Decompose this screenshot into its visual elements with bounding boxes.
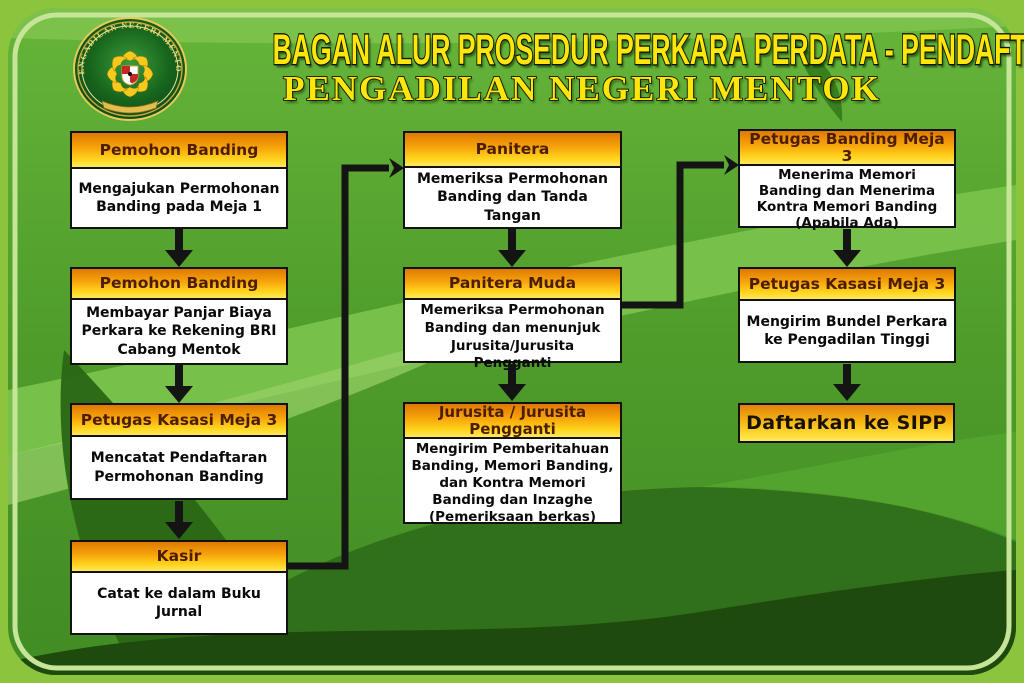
flow-box-panitera: Panitera Memeriksa Permohonan Banding da… — [403, 131, 622, 229]
box-header: Kasir — [72, 542, 286, 573]
seal-shield — [121, 65, 139, 86]
box-body: Mengirim Pemberitahuan Banding, Memori B… — [411, 441, 614, 525]
box-body: Mengajukan Permohonan Banding pada Meja … — [78, 180, 280, 215]
box-header: Jurusita / Jurusita Pengganti — [405, 404, 620, 439]
court-seal-icon: PENGADILAN NEGERI MENTOK — [70, 13, 187, 121]
box-body: Menerima Memori Banding dan Menerima Kon… — [756, 167, 938, 231]
flow-box-jurusita: Jurusita / Jurusita Pengganti Mengirim P… — [403, 402, 622, 525]
box-body: Memeriksa Permohonan Banding dan Tanda T… — [416, 171, 608, 224]
flow-box-kasir: Kasir Catat ke dalam Buku Jurnal — [70, 540, 288, 635]
flow-box-panitera-muda: Panitera Muda Memeriksa Permohonan Bandi… — [403, 267, 622, 371]
bottom-darkest-swoosh — [8, 570, 1016, 675]
box-header: Panitera Muda — [405, 269, 620, 300]
box-header: Petugas Banding Meja 3 — [740, 130, 954, 166]
final-step-daftarkan-sipp: Daftarkan ke SIPP — [738, 403, 955, 443]
box-body: Mengirim Bundel Perkara ke Pengadilan Ti… — [746, 313, 948, 348]
seal-bird-ornaments — [106, 50, 154, 98]
box-body: Memeriksa Permohonan Banding dan menunju… — [420, 302, 605, 372]
flow-box-petugas-kasasi-meja3-kanan: Petugas Kasasi Meja 3 Mengirim Bundel Pe… — [738, 267, 956, 363]
box-header: Pemohon Banding — [72, 133, 286, 169]
poster-subtitle: PENGADILAN NEGERI MENTOK — [282, 68, 881, 109]
box-header: Pemohon Banding — [72, 269, 286, 300]
box-body: Catat ke dalam Buku Jurnal — [97, 585, 261, 620]
bottom-right-light-curve — [700, 432, 1016, 540]
box-header: Petugas Kasasi Meja 3 — [72, 405, 286, 437]
box-body: Mencatat Pendaftaran Permohonan Banding — [90, 450, 268, 485]
seal-banner — [101, 100, 159, 114]
poster-title: BAGAN ALUR PROSEDUR PERKARA PERDATA - PE… — [272, 26, 1024, 76]
top-right-dark-leaf — [796, 44, 843, 122]
box-header: Panitera — [405, 133, 620, 168]
flow-box-pemohon-banding-2: Pemohon Banding Membayar Panjar Biaya Pe… — [70, 267, 288, 365]
rounded-frame-line — [12, 12, 1012, 671]
box-header: Petugas Kasasi Meja 3 — [740, 269, 954, 301]
flow-box-petugas-banding-meja3: Petugas Banding Meja 3 Menerima Memori B… — [738, 129, 956, 231]
flow-box-petugas-kasasi-meja3-kiri: Petugas Kasasi Meja 3 Mencatat Pendaftar… — [70, 403, 288, 500]
flow-box-pemohon-banding-1: Pemohon Banding Mengajukan Permohonan Ba… — [70, 131, 288, 229]
box-body: Membayar Panjar Biaya Perkara ke Rekenin… — [81, 304, 277, 358]
